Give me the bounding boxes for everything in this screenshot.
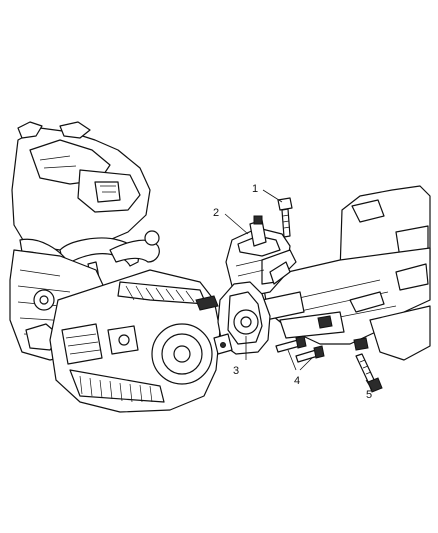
callout-2-label: 2 xyxy=(213,207,219,219)
bolt-1 xyxy=(277,197,293,238)
callout-1-label: 1 xyxy=(252,183,258,195)
mount-bracket xyxy=(225,215,297,297)
callout-5-label: 5 xyxy=(366,389,372,401)
frame-rail xyxy=(261,185,431,361)
callout-labels: 1 2 3 4 5 xyxy=(213,183,372,401)
mount-isolator xyxy=(213,281,271,355)
engine-assembly xyxy=(9,121,221,413)
callout-3-label: 3 xyxy=(233,365,239,377)
callout-4-label: 4 xyxy=(294,375,300,387)
bolt-5 xyxy=(355,353,383,393)
bolts-4 xyxy=(275,335,325,363)
callout-leaders xyxy=(224,189,373,391)
